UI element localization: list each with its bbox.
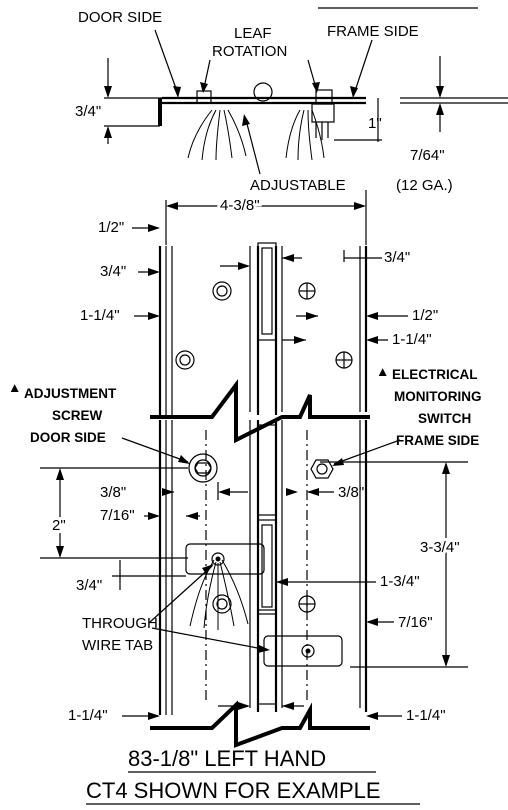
dim-top-3-4: 3/4" (75, 103, 101, 120)
dim-right-1-2: 1/2" (412, 307, 438, 324)
dim-right-1-1-4: 1-1/4" (392, 331, 432, 348)
dim-left-1-1-4: 1-1/4" (80, 307, 120, 324)
dim-right-3-8: 3/8" (338, 484, 364, 501)
dim-3-3-4: 3-3/4" (420, 539, 460, 556)
dim-right-3-4: 3/4" (384, 249, 410, 266)
dim-top-1: 1" (368, 115, 382, 132)
dim-overall-width: 4-3/8" (220, 197, 260, 214)
dim-right-7-16: 7/16" (398, 614, 433, 631)
adjustment-screw-1: ADJUSTMENT (24, 386, 117, 401)
dim-low-3-4: 3/4" (76, 577, 102, 594)
leaf-rotation-label-2: ROTATION (212, 43, 287, 60)
electrical-2: MONITORING (394, 389, 482, 404)
electrical-4: FRAME SIDE (396, 433, 479, 448)
hinge-front-view: 4-3/8" 1/2" 3/4" 1-1/4" (8, 190, 482, 748)
top-view: DOOR SIDE LEAF ROTATION FRAME SIDE (75, 7, 508, 194)
leaf-rotation-label-1: LEAF (234, 25, 272, 42)
electrical-1: ELECTRICAL (392, 367, 478, 382)
dim-gauge-ga: (12 GA.) (396, 177, 453, 194)
dim-2: 2" (52, 517, 66, 534)
adjustment-screw-2: SCREW (52, 408, 103, 423)
dim-left-3-8: 3/8" (100, 484, 126, 501)
adjustable-label: ADJUSTABLE (250, 177, 346, 194)
door-side-label: DOOR SIDE (78, 9, 162, 26)
frame-side-label: FRAME SIDE (327, 23, 419, 40)
caption-line-1: 83-1/8" LEFT HAND (128, 746, 326, 771)
dim-left-3-4: 3/4" (100, 263, 126, 280)
marker-elec: ▲ (376, 364, 389, 379)
dim-gauge: 7/64" (410, 147, 445, 164)
dim-bottom-right: 1-1/4" (406, 707, 446, 724)
through-wire-tab-1-visible: THROUGH (82, 615, 158, 632)
caption: 83-1/8" LEFT HAND CT4 SHOWN FOR EXAMPLE (86, 746, 420, 805)
dim-bottom-left: 1-1/4" (68, 707, 108, 724)
dim-1-3-4: 1-3/4" (380, 573, 420, 590)
dim-left-1-2: 1/2" (98, 219, 124, 236)
through-wire-tab-2: WIRE TAB (82, 637, 153, 654)
electrical-3: SWITCH (418, 411, 471, 426)
dim-left-7-16: 7/16" (100, 507, 135, 524)
caption-line-2: CT4 SHOWN FOR EXAMPLE (86, 778, 381, 803)
adjustment-screw-3: DOOR SIDE (30, 430, 106, 445)
marker-adjust: ▲ (8, 380, 21, 395)
